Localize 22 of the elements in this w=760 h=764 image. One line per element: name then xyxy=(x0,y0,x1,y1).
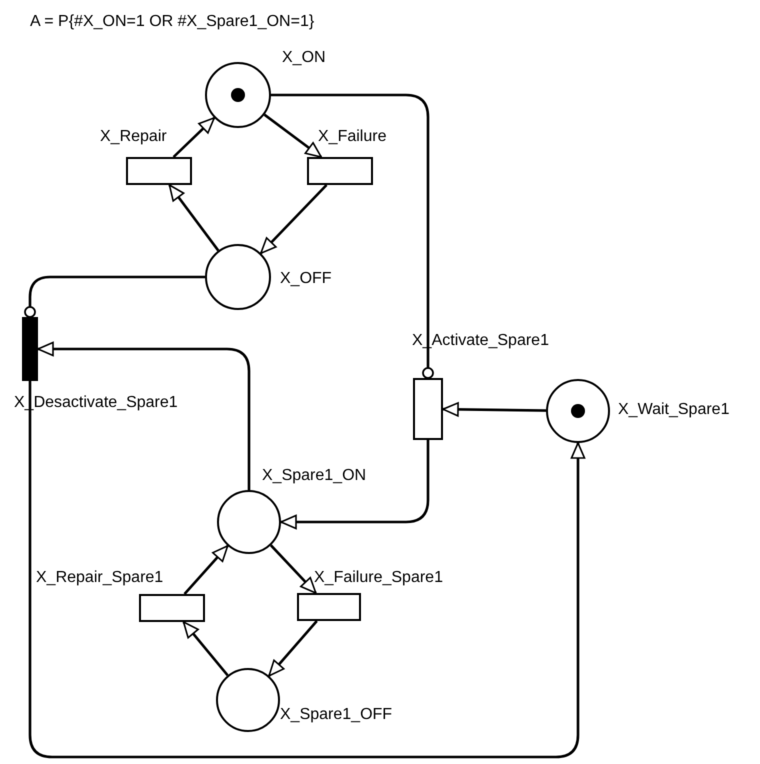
arc-arrow xyxy=(184,544,229,595)
arc-arrow xyxy=(172,116,216,158)
arc-arrow xyxy=(264,114,322,158)
arc-arrow xyxy=(442,402,546,417)
node-label: X_OFF xyxy=(280,270,332,288)
arc-arrow xyxy=(268,620,318,677)
node-label: X_Failure xyxy=(318,128,386,146)
arc-arrow xyxy=(260,184,328,254)
node-label: X_Wait_Spare1 xyxy=(618,401,730,419)
arc-arrow xyxy=(182,621,229,676)
node-label: X_Spare1_OFF xyxy=(280,706,392,724)
node-label: X_Repair xyxy=(100,128,167,146)
formula-text: A = P{#X_ON=1 OR #X_Spare1_ON=1} xyxy=(30,12,314,32)
node-label: X_Failure_Spare1 xyxy=(314,569,443,587)
arc-arrow xyxy=(28,381,586,758)
arc-arrow xyxy=(280,440,430,530)
arc-arrow xyxy=(270,544,317,594)
arc-arrow xyxy=(37,342,250,490)
arc-arrow xyxy=(168,184,220,252)
node-label: X_ON xyxy=(282,49,326,67)
node-label: X_Spare1_ON xyxy=(262,467,366,485)
node-label: X_Repair_Spare1 xyxy=(36,569,164,587)
